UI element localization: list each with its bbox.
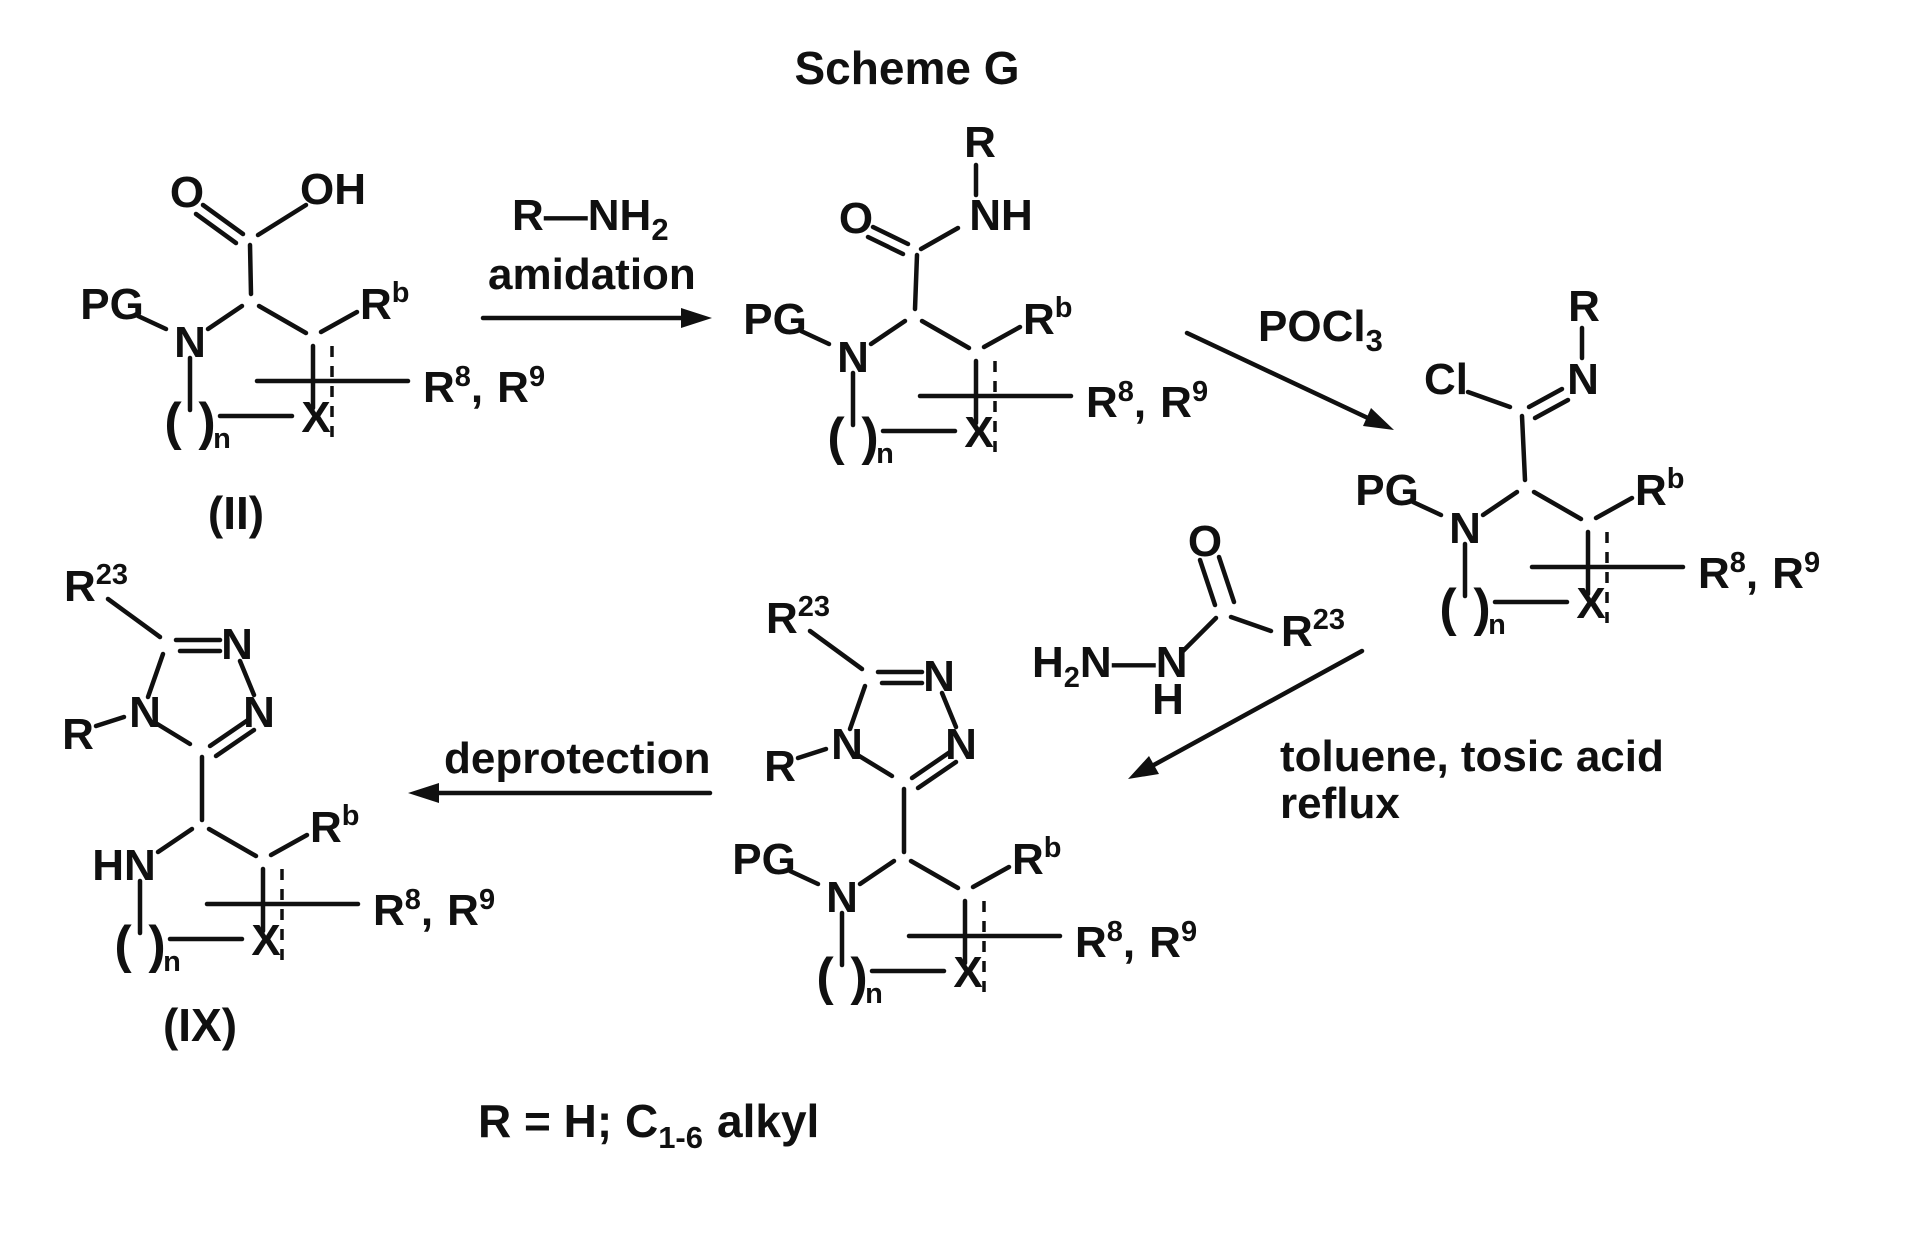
pg-n-instance: [743, 295, 869, 382]
structure-imidoyl-chloride: R N Cl: [1355, 282, 1820, 641]
atom-label-carbonyl-o: O: [839, 194, 873, 243]
n-n-chain: N—N: [1080, 638, 1188, 687]
ring-core-instance: [164, 277, 545, 455]
arrow-amidation: R—NH2 amidation: [480, 191, 712, 328]
arrow-deprotection: deprotection: [408, 734, 713, 803]
arrowhead-down-right: [1363, 408, 1394, 430]
hydrazide-reagent: H2N—N H O R23: [1032, 517, 1345, 724]
imidoyl-head-bonds: [1465, 325, 1585, 483]
rnh2-subscript: 2: [651, 212, 668, 247]
h2n-h: H: [1032, 638, 1064, 687]
substituent-label-r-amide: R: [964, 118, 996, 167]
ring-core-instance: [816, 832, 1197, 1010]
pg-n-instance: [80, 280, 206, 367]
compound-number-IX: (IX): [163, 999, 237, 1051]
pg-n-instance: [732, 835, 858, 922]
conditions-label-line2: reflux: [1280, 779, 1400, 828]
triazole-instance: [62, 559, 275, 820]
arrow-chlorination: POCl3: [1184, 302, 1394, 430]
arrowhead-right: [681, 308, 712, 328]
rnh2-base: R—NH: [512, 191, 651, 240]
compound-number-II: (II): [208, 487, 264, 539]
atom-label-hydrazide-o: O: [1188, 517, 1222, 566]
footer-base: R = H; C: [478, 1095, 658, 1147]
pocl3-subscript: 3: [1366, 323, 1383, 358]
atom-label-imine-n: N: [1567, 355, 1599, 404]
r23-base: R: [1281, 607, 1313, 656]
acid-head-bonds: [193, 202, 309, 297]
structure-triazole-product-IX: HN: [62, 559, 495, 978]
arrowhead-down-left: [1128, 756, 1159, 779]
step-label-deprotection: deprotection: [444, 734, 710, 783]
atom-label-ring-hn: HN: [92, 841, 156, 890]
substituent-label-r23-hydrazide: R23: [1281, 604, 1345, 656]
ring-core-instance: [827, 292, 1208, 470]
amide-head-bonds: [865, 162, 979, 312]
ring-core-instance: [114, 800, 495, 978]
h2n-subscript: 2: [1064, 662, 1080, 694]
scheme-title: Scheme G: [795, 42, 1020, 94]
ring-core-instance: [1439, 463, 1820, 641]
pg-n-instance: [1355, 466, 1481, 553]
structure-amide: R NH O: [743, 118, 1208, 470]
atom-label-hydroxyl: OH: [300, 165, 366, 214]
footer-suffix: alkyl: [717, 1095, 819, 1147]
reagent-label-rnh2: R—NH2: [512, 191, 669, 247]
r23-superscript: 23: [1313, 604, 1345, 636]
atom-label-carbonyl-o: O: [170, 168, 204, 217]
arrowhead-left: [408, 783, 439, 803]
triazole-instance: [764, 591, 977, 852]
atom-label-chlorine: Cl: [1424, 355, 1468, 404]
hydrazide-nh-hydrogen: H: [1152, 675, 1184, 724]
arrow-cyclization: toluene, tosic acid reflux: [1128, 648, 1664, 828]
reagent-label-pocl3: POCl3: [1258, 302, 1383, 358]
footer-subscript: 1-6: [658, 1120, 703, 1155]
pocl3-base: POCl: [1258, 302, 1366, 351]
r-group-definition: R = H; C1-6 alkyl: [478, 1095, 819, 1155]
conditions-label-line1: toluene, tosic acid: [1280, 732, 1664, 781]
hydrazide-h2n-n-label: H2N—N: [1032, 638, 1187, 694]
step-label-amidation: amidation: [488, 250, 696, 299]
hydrazide-bonds: [1180, 554, 1274, 654]
structure-carboxylic-acid-II: O OH: [80, 165, 545, 455]
atom-label-amide-nh: NH: [969, 191, 1033, 240]
substituent-label-r-imine: R: [1568, 282, 1600, 331]
